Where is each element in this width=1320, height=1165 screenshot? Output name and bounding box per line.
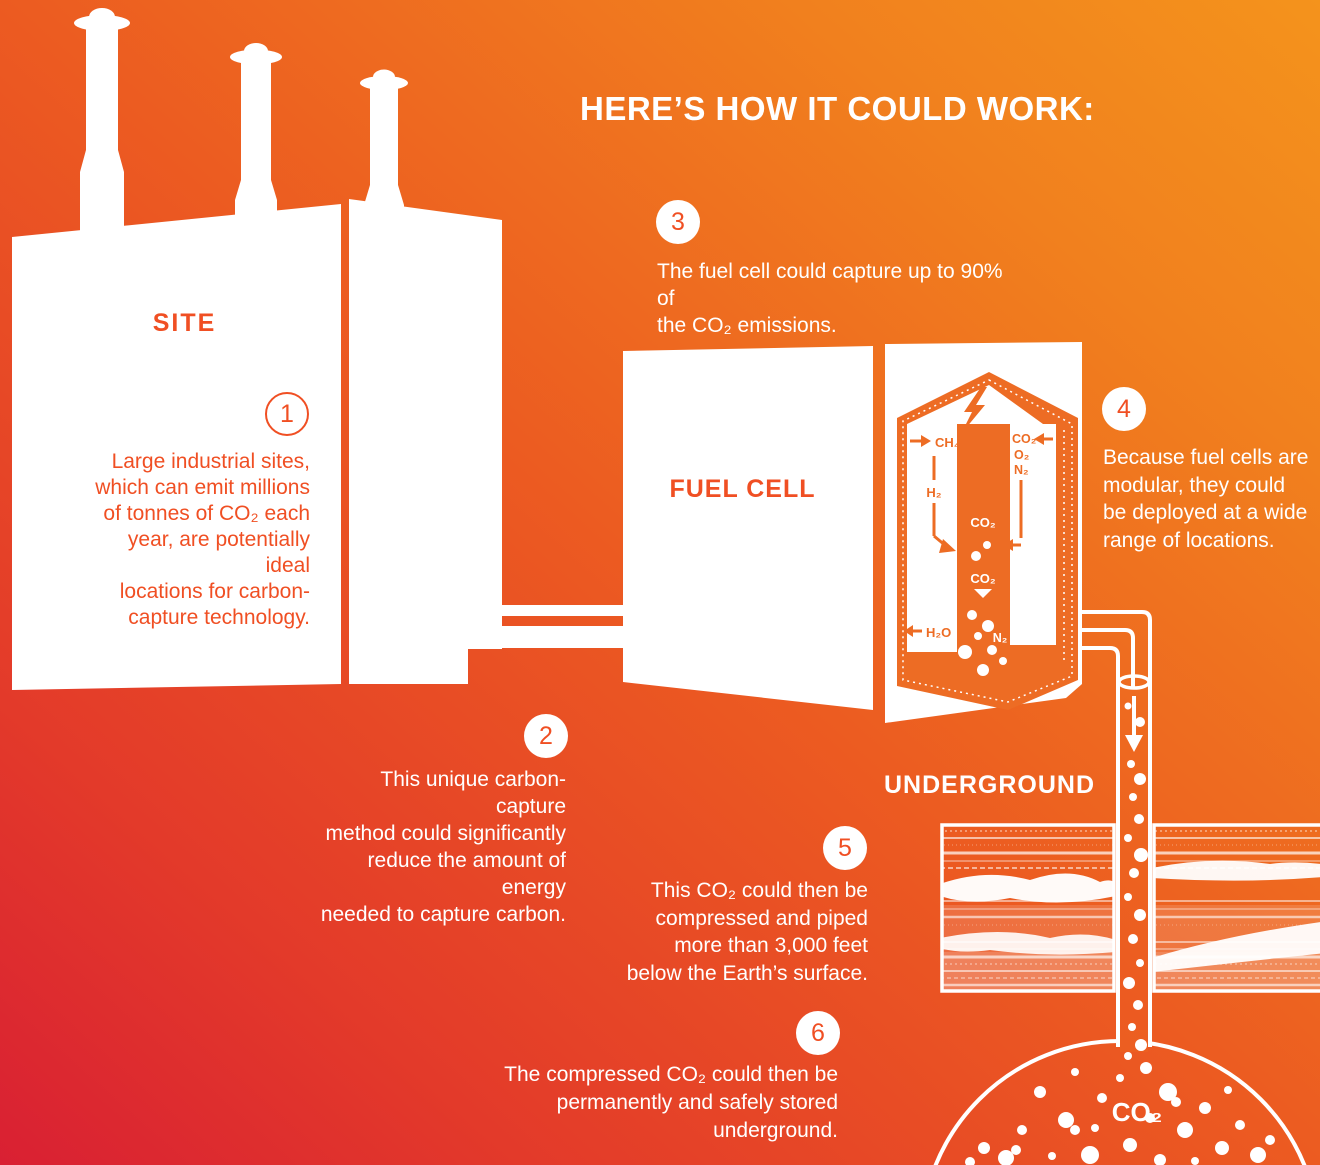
co2-in-label: CO₂ <box>1012 432 1036 446</box>
lightning-bolt-icon <box>961 387 987 434</box>
step-5-badge: 5 <box>823 826 867 870</box>
step-3-badge: 3 <box>656 200 700 244</box>
pipe-flow-arrowhead <box>1125 735 1143 752</box>
site-label: SITE <box>152 309 217 337</box>
chimney-icon <box>360 69 408 217</box>
h2o-label: H₂O <box>926 625 951 640</box>
chimney-icon <box>230 43 282 220</box>
co2-down-arrow <box>974 589 992 598</box>
co2-pipe <box>1078 610 1152 1046</box>
fuel-cell-box: CH₄ H₂ CO₂ O₂ N₂ CO₂ <box>623 342 1082 723</box>
co2-mid-label: CO₂ <box>970 515 996 530</box>
dome-co2-label: CO₂ <box>1112 1097 1163 1127</box>
ch4-label: CH₄ <box>935 435 960 450</box>
step-3-text: The fuel cell could capture up to 90% of… <box>657 260 1003 337</box>
underground-strata <box>940 823 1320 993</box>
fuel-cell-label: FUEL CELL <box>669 475 816 503</box>
co2-inlet-arrow <box>1034 433 1053 445</box>
step-6-badge: 6 <box>796 1011 840 1055</box>
step-2-text: This unique carbon-capture method could … <box>320 768 566 926</box>
step-4-number: 4 <box>1117 394 1131 423</box>
h2o-outlet <box>904 625 922 637</box>
step-4-badge: 4 <box>1102 387 1146 431</box>
h2-label: H₂ <box>926 485 941 500</box>
fuel-cell-left-face <box>623 346 873 710</box>
h2-flow <box>932 456 956 553</box>
n2-label: N₂ <box>1014 463 1029 477</box>
step-1-text: Large industrial sites, which can emit m… <box>95 450 310 629</box>
fuel-cell-schematic: CH₄ H₂ CO₂ O₂ N₂ CO₂ <box>897 372 1078 710</box>
site-to-fuelcell-pipes <box>466 605 630 648</box>
pipe-co2-bubbles <box>1123 702 1148 1060</box>
underground-label: UNDERGROUND <box>884 771 1095 799</box>
step-1-number: 1 <box>280 399 294 428</box>
step-2-number: 2 <box>539 721 553 750</box>
step-1-badge: 1 <box>265 392 309 436</box>
step-6-number: 6 <box>811 1018 825 1047</box>
step-2-badge: 2 <box>524 714 568 758</box>
factory-building-main <box>12 204 341 690</box>
pipe-mouth <box>1117 674 1151 690</box>
storage-dome-co2 <box>965 1062 1275 1165</box>
factory-silhouette <box>12 8 502 690</box>
factory-building-secondary <box>349 199 502 684</box>
n2-low-label: N₂ <box>993 631 1008 645</box>
co2-bubbles <box>958 541 1007 676</box>
n2-flow <box>1003 480 1023 551</box>
ch4-inlet <box>910 435 931 447</box>
step-5-number: 5 <box>838 833 852 862</box>
co2-low-label: CO₂ <box>970 571 996 586</box>
o2-label: O₂ <box>1014 448 1029 462</box>
chimney-icon <box>74 8 130 234</box>
page-title: HERE’S HOW IT COULD WORK: <box>580 90 1095 127</box>
step-5-text: This CO₂ could then be compressed and pi… <box>626 879 868 985</box>
step-3-number: 3 <box>671 207 685 236</box>
step-6-text: The compressed CO₂ could then be permane… <box>504 1063 838 1142</box>
step-4-text: Because fuel cells are modular, they cou… <box>1103 446 1309 552</box>
